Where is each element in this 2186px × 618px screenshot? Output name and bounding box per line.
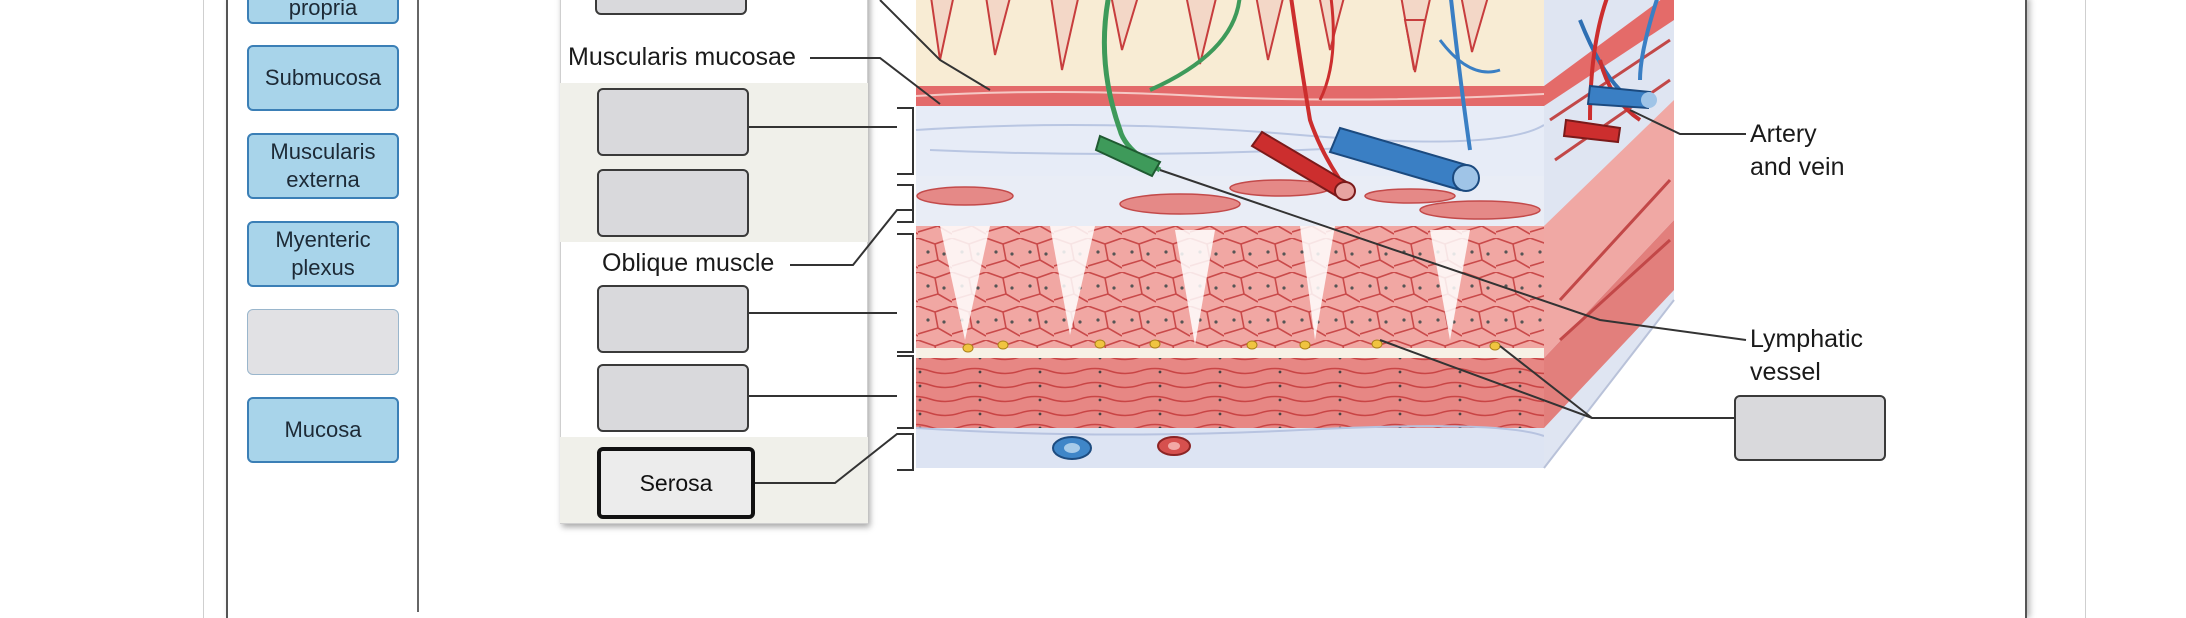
drop-target-serosa[interactable]: Serosa (597, 447, 755, 519)
bank-chip-myenteric-plexus[interactable]: Myenteric plexus (247, 221, 399, 287)
bank-chip-mucosa[interactable]: Mucosa (247, 397, 399, 463)
placed-label-serosa: Serosa (639, 469, 713, 496)
bank-chip-label: Mucosa (284, 417, 362, 442)
drop-target-lamina-propria[interactable] (595, 0, 747, 15)
bank-divider (417, 0, 419, 612)
gastric-glands (930, 0, 1489, 73)
label-line: and vein (1750, 153, 1845, 181)
bank-chip-label: Myenteric plexus (275, 227, 371, 280)
drop-target-layer-3[interactable] (597, 285, 749, 353)
label-muscularis-mucosae: Muscularis mucosae (566, 43, 798, 72)
illustration-front-face (915, 0, 1545, 468)
outer-frame (203, 0, 2086, 618)
bank-chip-label: propria (288, 0, 358, 20)
bank-chip-submucosa[interactable]: Submucosa (247, 45, 399, 111)
drop-target-layer-4[interactable] (597, 364, 749, 432)
label-oblique-muscle: Oblique muscle (600, 249, 777, 278)
bank-chip-empty-slot (247, 309, 399, 375)
bank-chip-label: Muscularis externa (270, 139, 376, 192)
bank-chip-lamina-propria[interactable]: propria (247, 0, 399, 24)
drop-target-lymphatic-region[interactable] (1734, 395, 1886, 461)
vessel-cross-sections (1094, 84, 1657, 201)
drop-target-layer-2[interactable] (597, 169, 749, 237)
label-artery-and-vein: Artery and vein (1750, 118, 1845, 184)
leader-lines (748, 0, 1747, 484)
drop-target-layer-1[interactable] (597, 88, 749, 156)
label-line: Artery (1750, 120, 1817, 148)
bank-chip-label: Submucosa (264, 65, 382, 90)
illustration-side-face (1543, 0, 1675, 469)
label-line: Lymphatic (1750, 325, 1864, 353)
label-line: vessel (1750, 358, 1821, 386)
label-lymphatic-vessel: Lymphatic vessel (1750, 323, 1863, 389)
bank-chip-muscularis-externa[interactable]: Muscularis externa (247, 133, 399, 199)
